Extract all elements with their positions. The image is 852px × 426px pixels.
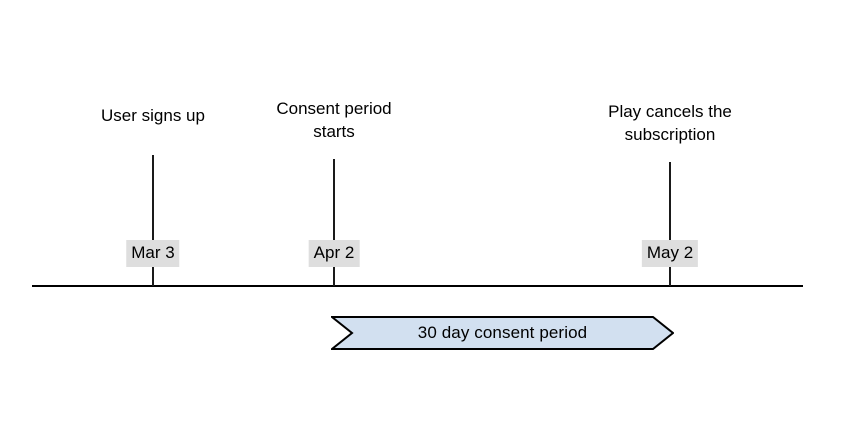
consent-period-banner[interactable]: 30 day consent period: [331, 316, 674, 350]
event-label-line-1: Play cancels the: [608, 102, 732, 121]
event-label-play-cancels-the-subscription: Play cancels the subscription: [608, 100, 732, 146]
event-tick-consent-period-starts: [333, 159, 335, 286]
event-label-line-1: User signs up: [101, 106, 205, 125]
banner-arrow-shape: [331, 316, 674, 350]
event-date-user-signs-up: Mar 3: [126, 240, 180, 267]
event-tick-play-cancels-the-subscription: [669, 162, 671, 286]
event-label-line-2: starts: [313, 122, 355, 141]
event-label-line-2: subscription: [624, 125, 716, 144]
event-date-play-cancels-the-subscription: May 2: [641, 240, 699, 267]
event-label-user-signs-up: User signs up: [101, 104, 205, 127]
event-date-consent-period-starts: Apr 2: [308, 240, 360, 267]
timeline-axis-line: [32, 285, 803, 287]
event-label-line-1: Consent period: [276, 99, 392, 118]
banner-label: 30 day consent period: [417, 323, 588, 342]
event-tick-user-signs-up: [152, 155, 154, 286]
event-label-consent-period-starts: Consent period starts: [276, 97, 391, 143]
